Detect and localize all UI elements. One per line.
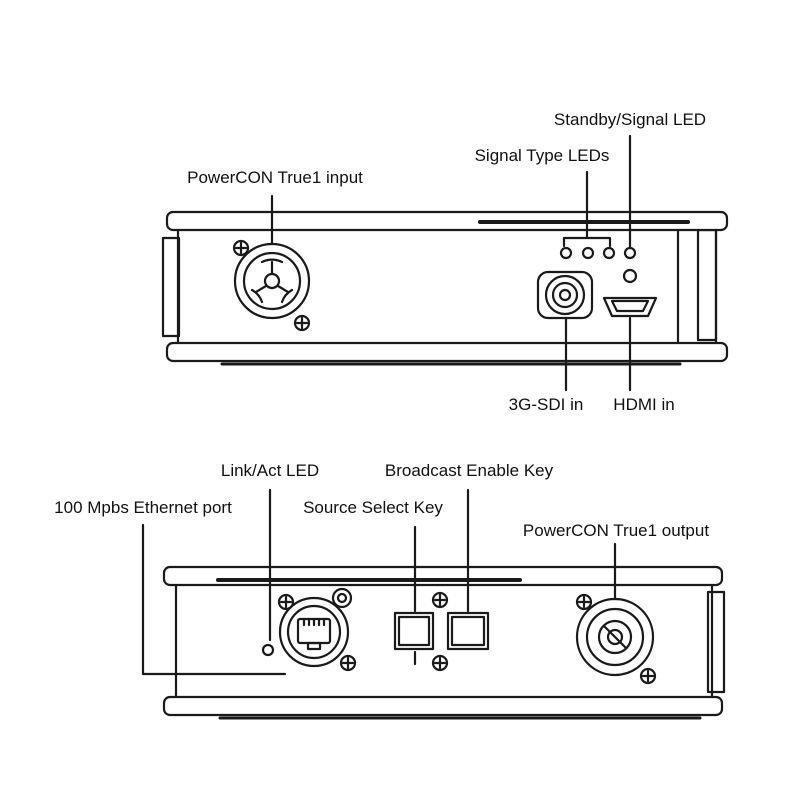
status-led — [622, 268, 638, 284]
bottom-panel-upper-rail — [162, 565, 724, 587]
callout-line — [562, 236, 612, 248]
screw-icon — [277, 593, 295, 611]
signal-type-led — [581, 246, 595, 260]
signal-type-led — [559, 246, 573, 260]
label-source-select-key: Source Select Key — [303, 498, 443, 517]
label-powercon-input: PowerCON True1 input — [187, 168, 363, 187]
top-right-bracket — [696, 228, 718, 342]
screw-icon — [575, 593, 593, 611]
bottom-right-bracket — [706, 590, 726, 694]
top-panel-body — [176, 220, 718, 352]
bottom-panel-body — [174, 578, 714, 705]
standby-signal-led — [623, 246, 637, 260]
label-powercon-output: PowerCON True1 output — [523, 521, 709, 540]
top-device-panel — [161, 134, 729, 392]
sdi-bnc-connector — [536, 270, 594, 320]
label-sdi-in: 3G-SDI in — [509, 395, 584, 414]
source-select-key — [393, 611, 435, 651]
bottom-panel-lower-rail — [162, 695, 724, 717]
label-ethernet-port: 100 Mpbs Ethernet port — [54, 498, 232, 517]
label-standby-signal-led: Standby/Signal LED — [554, 110, 706, 129]
bottom-device-panel — [141, 488, 726, 720]
label-broadcast-enable-key: Broadcast Enable Key — [385, 461, 554, 480]
label-hdmi-in: HDMI in — [613, 395, 674, 414]
screw-icon — [293, 314, 311, 332]
hdmi-connector — [602, 296, 658, 318]
top-left-bracket — [161, 236, 181, 338]
label-signal-type-leds: Signal Type LEDs — [475, 146, 610, 165]
top-panel-lower-rail — [165, 341, 729, 363]
screw-icon — [339, 654, 357, 672]
screw-icon — [639, 667, 657, 685]
powercon-input-connector — [233, 242, 311, 320]
powercon-output-connector — [575, 597, 655, 677]
broadcast-enable-key — [446, 611, 490, 651]
screw-icon — [431, 591, 449, 609]
screw-icon — [232, 239, 250, 257]
callout-line — [141, 523, 287, 676]
link-act-led — [261, 643, 275, 657]
ethernet-port — [278, 587, 353, 668]
screw-icon — [431, 654, 449, 672]
signal-type-led — [602, 246, 616, 260]
label-link-act-led: Link/Act LED — [221, 461, 319, 480]
